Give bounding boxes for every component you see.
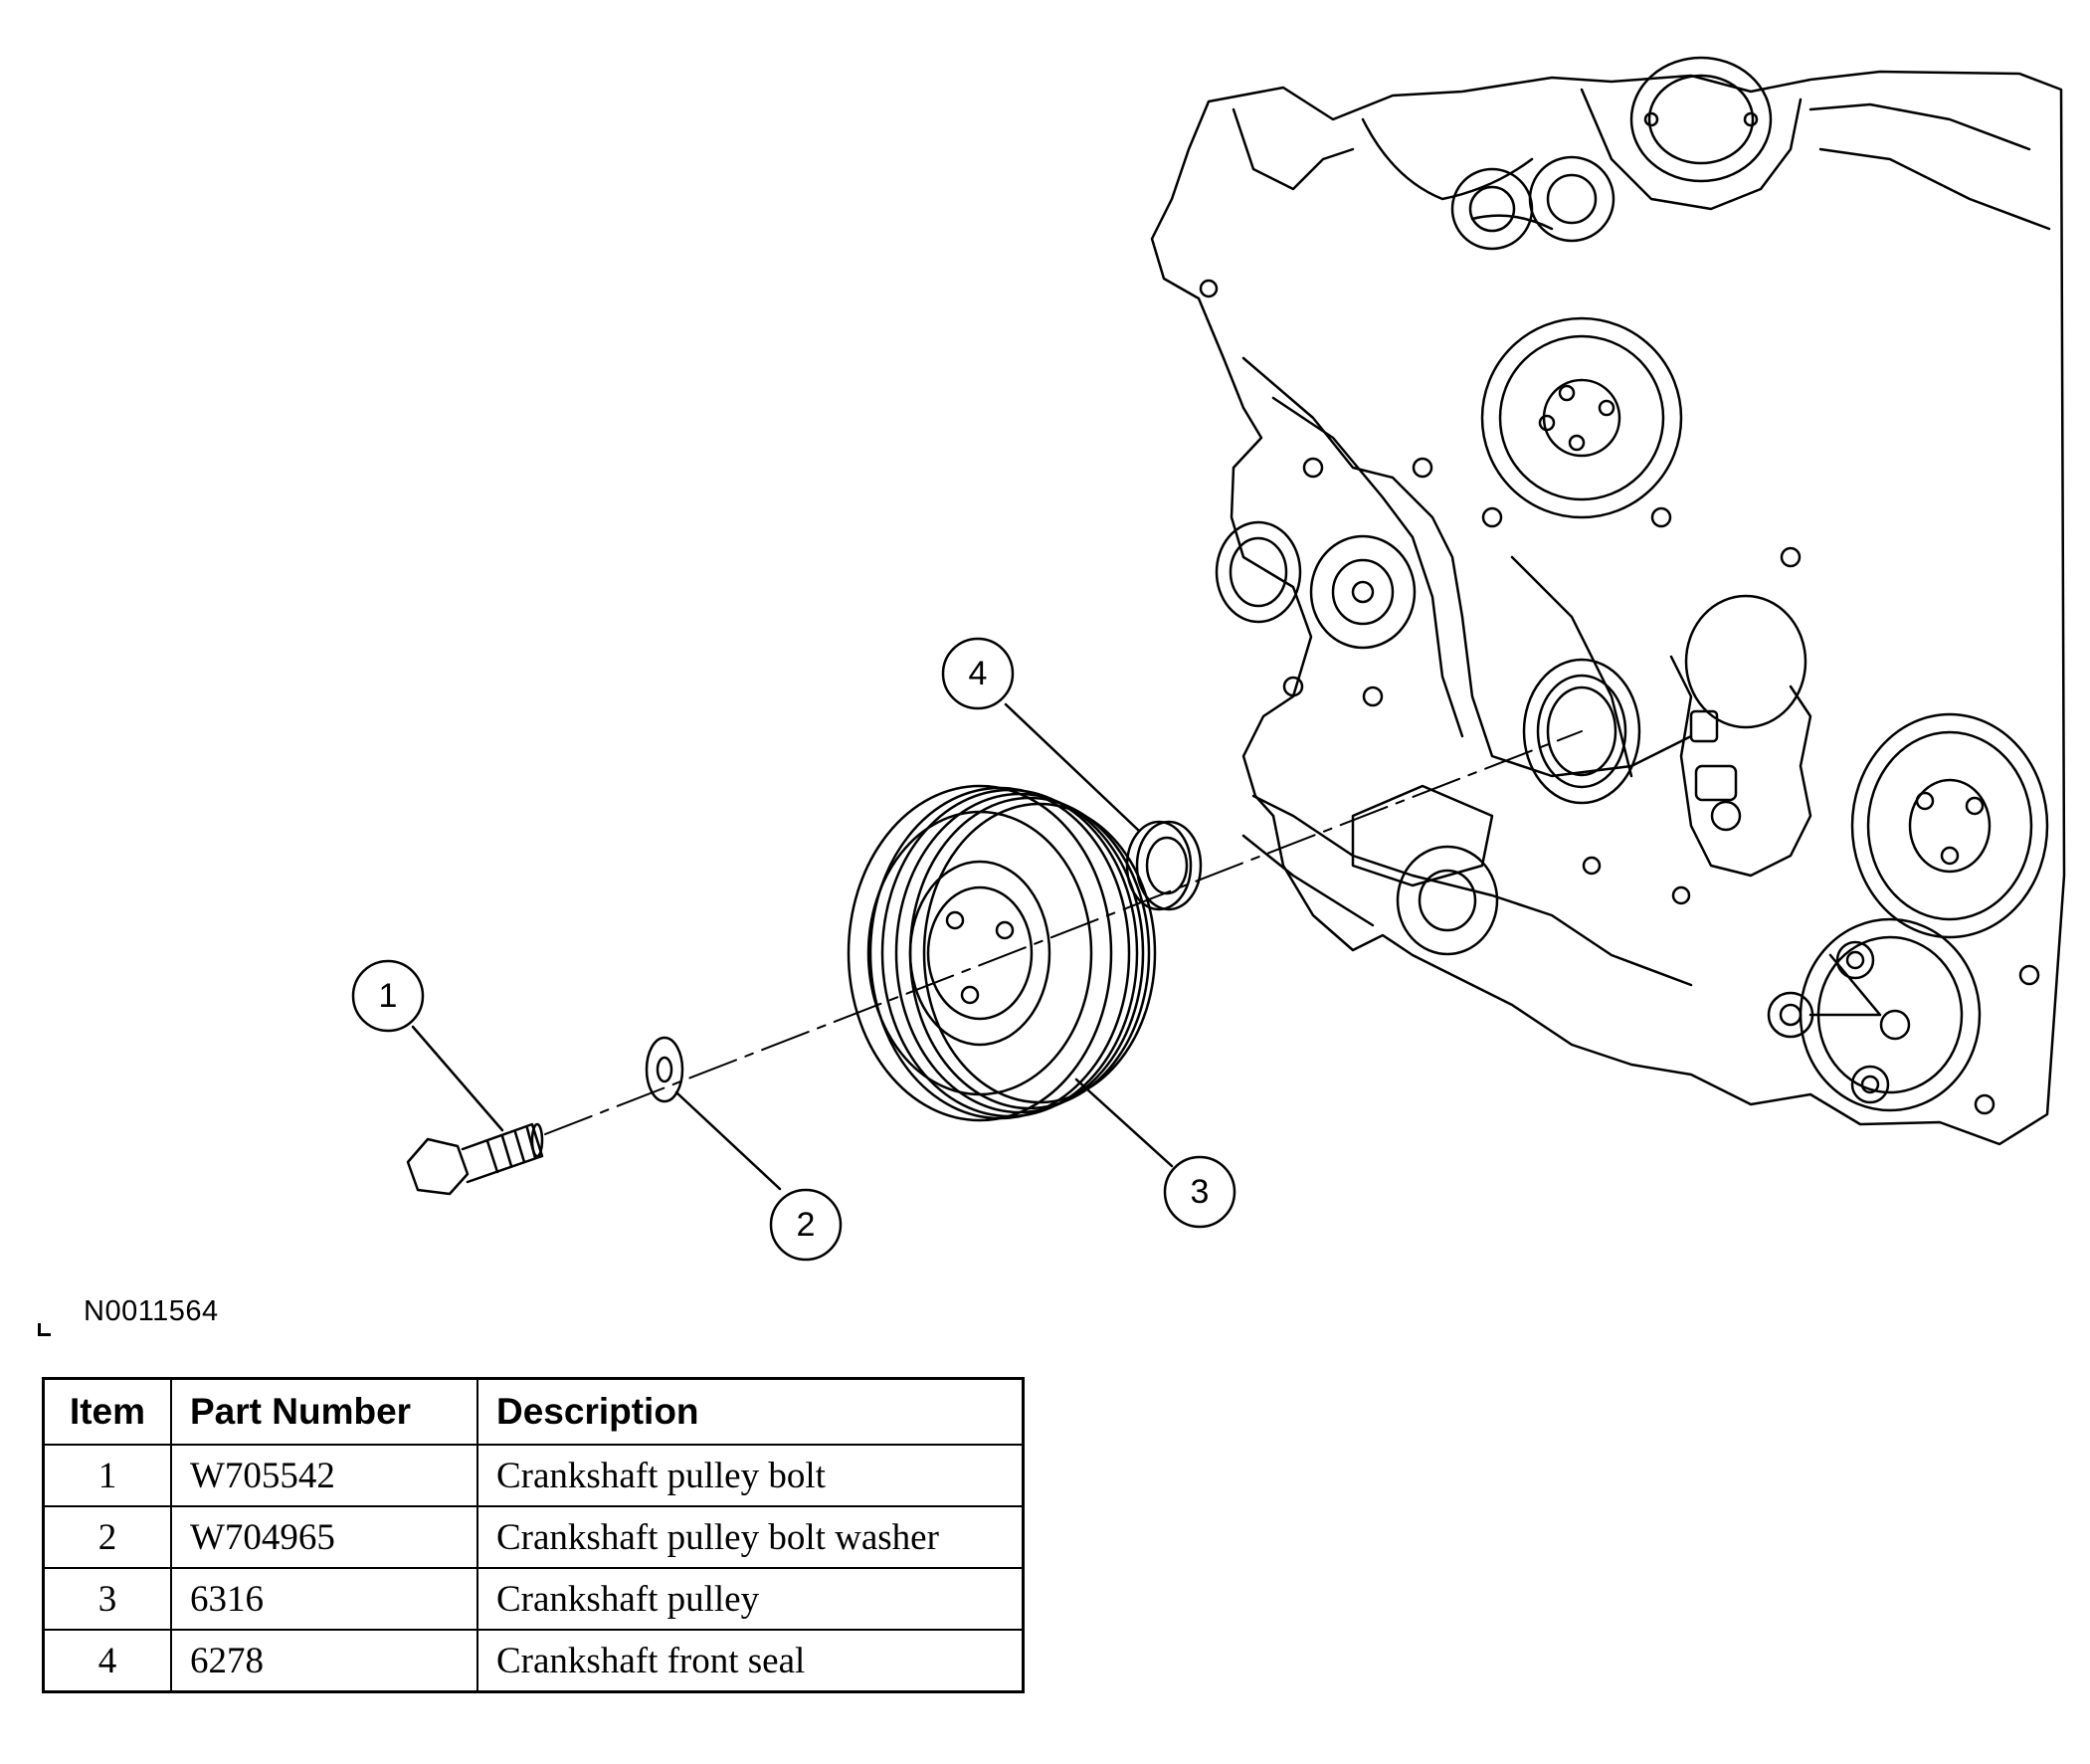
callout-2-label: 2 — [797, 1206, 816, 1244]
cell-part-number: 6316 — [170, 1567, 478, 1631]
callout-2: 2 — [769, 1188, 843, 1262]
center-axis-line — [544, 730, 1583, 1135]
header-item: Item — [42, 1377, 172, 1446]
cell-part-number: W704965 — [170, 1505, 478, 1569]
callout-4: 4 — [941, 637, 1015, 710]
engine-illustration — [1150, 56, 2066, 1146]
parts-table-header-row: Item Part Number Description — [42, 1377, 1025, 1446]
table-row: 4 6278 Crankshaft front seal — [42, 1629, 1025, 1693]
header-part-number: Part Number — [170, 1377, 478, 1446]
table-row: 2 W704965 Crankshaft pulley bolt washer — [42, 1505, 1025, 1569]
callout-4-label: 4 — [969, 655, 988, 692]
cell-part-number: W705542 — [170, 1444, 478, 1507]
cell-part-number: 6278 — [170, 1629, 478, 1693]
cell-description: Crankshaft pulley bolt — [476, 1444, 1025, 1507]
cell-item: 3 — [42, 1567, 172, 1631]
callout-3-label: 3 — [1191, 1173, 1210, 1211]
cell-item: 1 — [42, 1444, 172, 1507]
crankshaft-front-seal — [1125, 820, 1203, 911]
crankshaft-pulley-bolt-washer — [645, 1036, 684, 1103]
cell-description: Crankshaft front seal — [476, 1629, 1025, 1693]
exploded-view-diagram: 1 2 3 4 — [351, 56, 2066, 1262]
table-row: 1 W705542 Crankshaft pulley bolt — [42, 1444, 1025, 1507]
figure-reference-code: N0011564 — [84, 1295, 219, 1327]
cell-description: Crankshaft pulley — [476, 1567, 1025, 1631]
callout-3: 3 — [1163, 1155, 1236, 1229]
table-row: 3 6316 Crankshaft pulley — [42, 1567, 1025, 1631]
callout-1-label: 1 — [379, 977, 398, 1015]
header-description: Description — [476, 1377, 1025, 1446]
cell-item: 2 — [42, 1505, 172, 1569]
callout-leaders — [411, 702, 1174, 1191]
cell-item: 4 — [42, 1629, 172, 1693]
corner-crop-mark — [38, 1323, 51, 1336]
crankshaft-pulley-bolt — [406, 1122, 544, 1196]
crankshaft-pulley — [847, 784, 1157, 1122]
callout-1: 1 — [351, 959, 425, 1033]
cell-description: Crankshaft pulley bolt washer — [476, 1505, 1025, 1569]
parts-table: Item Part Number Description 1 W705542 C… — [42, 1377, 1025, 1693]
